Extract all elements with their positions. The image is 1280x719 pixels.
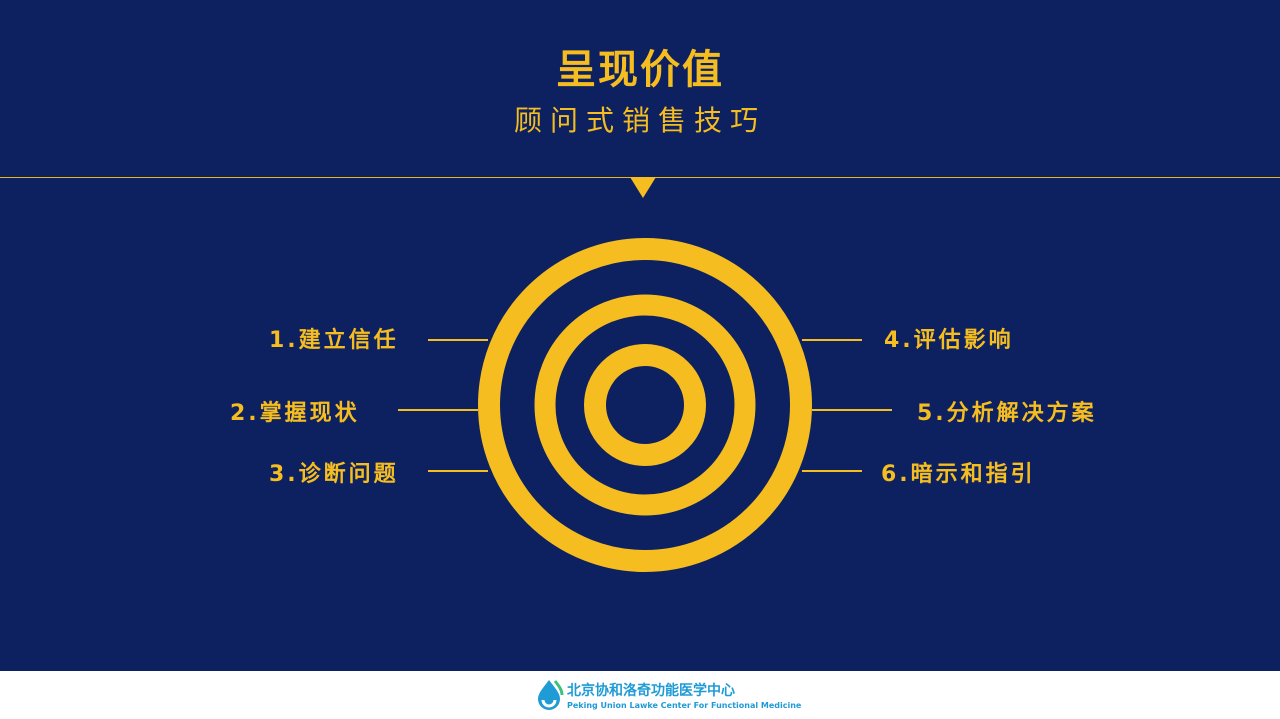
- step-label-2: 2.掌握现状: [230, 401, 360, 426]
- connector-line-3: [428, 470, 488, 472]
- step-label-4: 4.评估影响: [884, 328, 1014, 353]
- logo-name: 北京协和洛奇功能医学中心: [567, 683, 735, 699]
- connector-line-6: [802, 470, 862, 472]
- water-drop-logo-icon: [538, 680, 564, 710]
- logo-english-name: Peking Union Lawke Center For Functional…: [567, 701, 802, 710]
- connector-line-5: [812, 409, 892, 411]
- outer-ring: [478, 238, 812, 572]
- concentric-rings-icon: [478, 238, 812, 572]
- step-label-6: 6.暗示和指引: [881, 462, 1036, 487]
- page-title: 呈现价值: [556, 47, 724, 93]
- connector-line-2: [398, 409, 478, 411]
- step-label-3: 3.诊断问题: [269, 462, 399, 487]
- step-label-1: 1.建立信任: [269, 328, 399, 353]
- page-subtitle: 顾问式销售技巧: [513, 104, 766, 137]
- down-triangle-icon: [630, 177, 656, 198]
- connector-line-1: [428, 339, 488, 341]
- step-label-5: 5.分析解决方案: [917, 401, 1097, 426]
- connector-line-4: [802, 339, 862, 341]
- middle-ring: [534, 294, 756, 516]
- inner-ring: [584, 344, 706, 466]
- footer-bar: [0, 671, 1280, 719]
- slide: 呈现价值 顾问式销售技巧 1.建立信任 2.掌握现状 3.诊断问题 4.评估影响…: [0, 0, 1280, 671]
